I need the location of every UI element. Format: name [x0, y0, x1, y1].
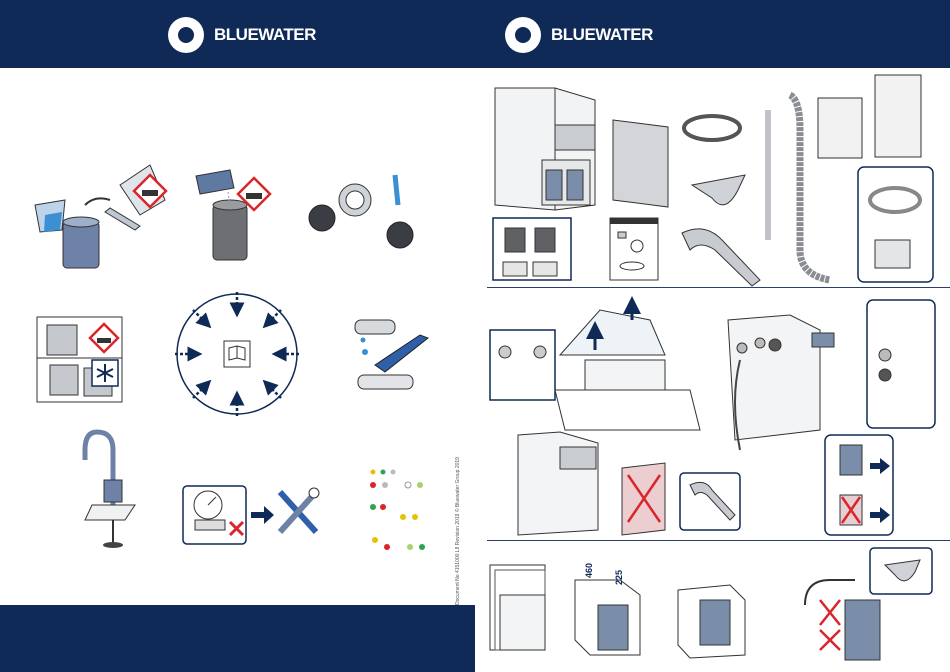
faucet-step [85, 432, 135, 548]
clamp-inset [870, 548, 932, 594]
depth-dimension-label: 460 [584, 563, 594, 578]
unpacking-step [490, 305, 700, 430]
spanner-wrench [682, 229, 760, 286]
transport-diagram [825, 435, 893, 535]
arrow-right-icon [251, 506, 274, 524]
side-dimension-label: 225 [614, 570, 624, 585]
cabinet-unit [518, 432, 598, 535]
pressure-gauge-icon [183, 486, 246, 544]
filter-cap-step [309, 175, 413, 248]
fittings-inset [858, 167, 933, 282]
back-panel-part [613, 120, 668, 207]
powder-step [196, 170, 247, 260]
snowflake-icon [92, 360, 118, 386]
panel-remove-step [622, 463, 665, 535]
filters-inset [493, 218, 571, 280]
side-inset [867, 300, 935, 428]
document-sheets [818, 75, 921, 158]
rear-connection-step [728, 315, 834, 450]
cabinet-dimensions-diagram [490, 565, 545, 650]
tubing-coil [684, 116, 740, 140]
chemical-hazard-icon [90, 324, 118, 352]
indicator-lights-diagram [370, 470, 425, 551]
wrench-inset [680, 473, 740, 530]
knife-cut-step [355, 320, 428, 389]
tools-icon [280, 488, 319, 532]
manual-book-icon [224, 341, 250, 367]
base-cabinet-diagram [575, 580, 640, 655]
clamp-part [692, 175, 745, 205]
accessories-box [610, 218, 658, 280]
cabinet-interior-diagram [678, 585, 745, 658]
drain-install-diagram [805, 580, 880, 660]
water-dispenser-unit [495, 88, 595, 210]
